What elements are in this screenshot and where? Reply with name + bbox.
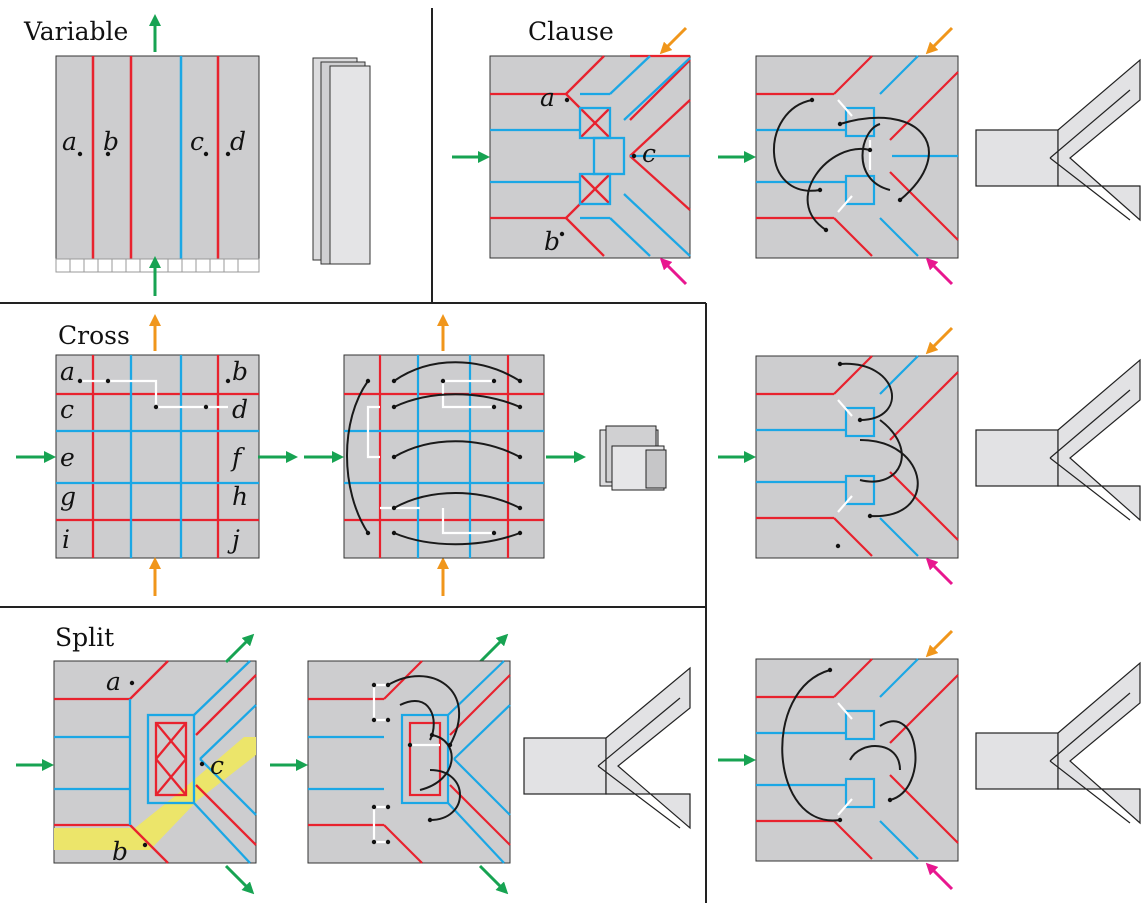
cross-label-e: e bbox=[60, 443, 75, 472]
green-arrow-icon bbox=[224, 864, 255, 895]
split-folded-pattern bbox=[307, 660, 511, 864]
cross-label-h: h bbox=[232, 482, 248, 511]
split-title: Split bbox=[55, 623, 114, 652]
cross-label-c: c bbox=[60, 395, 74, 424]
variable-folded-state bbox=[312, 57, 371, 265]
clause-variant-1 bbox=[718, 26, 1141, 286]
split-label-a: a bbox=[106, 667, 121, 696]
split-label-b: b bbox=[112, 837, 128, 866]
clause-folded-state-1 bbox=[975, 58, 1141, 222]
magenta-arrow-icon bbox=[925, 862, 954, 891]
cross-label-a: a bbox=[60, 357, 75, 386]
split-crease-pattern: a c b bbox=[53, 660, 257, 866]
orange-arrow-icon bbox=[925, 629, 954, 658]
panel-dividers bbox=[0, 8, 707, 903]
variable-label-a: a bbox=[62, 127, 77, 156]
orange-arrow-icon bbox=[925, 326, 954, 355]
green-arrow-icon bbox=[478, 633, 509, 664]
clause-crease-pattern: a c b bbox=[489, 54, 691, 259]
cross-panel: Cross a b c d e f g h bbox=[16, 314, 667, 596]
cross-label-f: f bbox=[230, 443, 245, 472]
variable-label-c: c bbox=[190, 127, 204, 156]
variable-title: Variable bbox=[23, 17, 128, 46]
magenta-arrow-icon bbox=[659, 257, 688, 286]
cross-folded-state bbox=[599, 425, 667, 491]
clause-variant-2 bbox=[718, 326, 1141, 586]
cross-folded-pattern bbox=[343, 354, 545, 559]
orange-arrow-icon bbox=[925, 26, 954, 55]
variable-crease-pattern: a b c d bbox=[55, 55, 260, 273]
cross-label-i: i bbox=[62, 525, 70, 554]
variable-label-b: b bbox=[103, 127, 119, 156]
split-label-c: c bbox=[210, 751, 224, 780]
cross-label-b: b bbox=[232, 357, 248, 386]
clause-title: Clause bbox=[528, 17, 614, 46]
variable-panel: Variable bbox=[23, 13, 371, 296]
cross-crease-pattern: a b c d e f g h i j bbox=[55, 354, 260, 559]
cross-label-d: d bbox=[232, 395, 248, 424]
split-panel: Split a c bbox=[16, 623, 691, 895]
magenta-arrow-icon bbox=[925, 557, 954, 586]
clause-folded-state-3 bbox=[975, 661, 1141, 825]
clause-label-c: c bbox=[642, 139, 656, 168]
green-arrow-icon bbox=[224, 633, 255, 664]
clause-panel: Clause bbox=[452, 17, 691, 286]
clause-variant-3 bbox=[718, 629, 1141, 891]
magenta-arrow-icon bbox=[925, 257, 954, 286]
split-folded-state bbox=[523, 666, 691, 830]
clause-label-b: b bbox=[544, 227, 560, 256]
orange-arrow-icon bbox=[659, 26, 688, 55]
clause-folded-state-2 bbox=[975, 358, 1141, 522]
cross-title: Cross bbox=[58, 321, 130, 350]
variable-label-d: d bbox=[230, 127, 246, 156]
cross-label-g: g bbox=[60, 482, 76, 511]
green-arrow-icon bbox=[478, 864, 509, 895]
clause-label-a: a bbox=[540, 83, 555, 112]
